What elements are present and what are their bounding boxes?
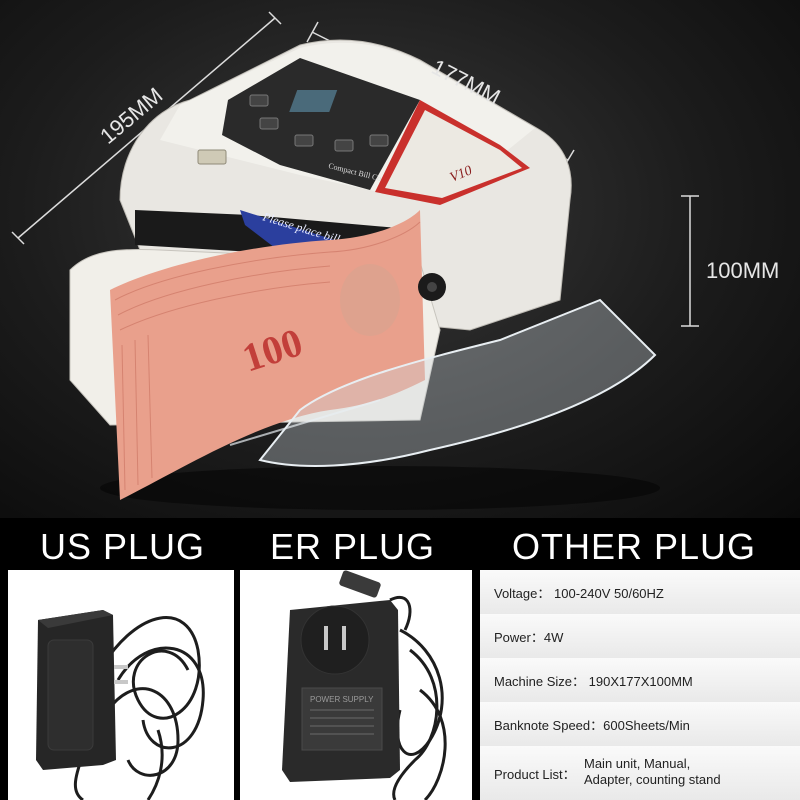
spec-row-product-list: Product List： Main unit, Manual, Adapter… [480, 746, 800, 800]
spec-label: Product List： [494, 767, 576, 782]
specs-table: Voltage： 100-240V 50/60HZ Power：4W Machi… [480, 570, 800, 800]
panel-button [369, 134, 389, 147]
spec-row-power: Power：4W [480, 614, 800, 659]
er-plug-panel: POWER SUPPLY [240, 570, 472, 800]
plug-label-er: ER PLUG [270, 526, 436, 567]
panel-button [294, 134, 314, 147]
spec-value: 190X177X100MM [588, 674, 693, 689]
lcd-display [289, 90, 338, 112]
spec-label: Voltage： [494, 586, 551, 601]
panel-button [334, 139, 354, 152]
product-photo-area: Compact Bill Counter V10 Please place bi… [0, 0, 800, 518]
spec-value: 4W [543, 630, 564, 645]
us-plug-panel [8, 570, 234, 800]
spec-row-voltage: Voltage： 100-240V 50/60HZ [480, 570, 800, 615]
plug-labels-row: US PLUG ER PLUG OTHER PLUG [0, 518, 800, 570]
spec-label: Banknote Speed： [494, 718, 604, 733]
spec-value-line2: Adapter, counting stand [584, 772, 721, 787]
adapter-label-title: POWER SUPPLY [310, 695, 374, 704]
bill-counter-illustration: Compact Bill Counter V10 Please place bi… [11, 11, 780, 500]
eu-adapter-image: POWER SUPPLY [282, 570, 447, 800]
spec-value: 600Sheets/Min [603, 718, 690, 733]
banknote-stack: 100 [110, 210, 425, 500]
spec-label: Machine Size： [494, 674, 586, 689]
output-tray [258, 298, 657, 467]
plug-label-us: US PLUG [40, 526, 206, 567]
panel-button [249, 94, 269, 107]
spec-row-machine-size: Machine Size： 190X177X100MM [480, 658, 800, 703]
panel-button [259, 117, 279, 130]
spec-row-banknote-speed: Banknote Speed：600Sheets/Min [480, 702, 800, 747]
spec-label: Power： [494, 630, 544, 645]
plug-label-other: OTHER PLUG [512, 526, 757, 567]
control-panel [222, 58, 420, 190]
us-adapter-image [36, 610, 205, 800]
spec-value: 100-240V 50/60HZ [554, 586, 664, 601]
dimension-height-label: 100MM [706, 258, 779, 283]
spec-value: Main unit, Manual, [584, 756, 691, 771]
